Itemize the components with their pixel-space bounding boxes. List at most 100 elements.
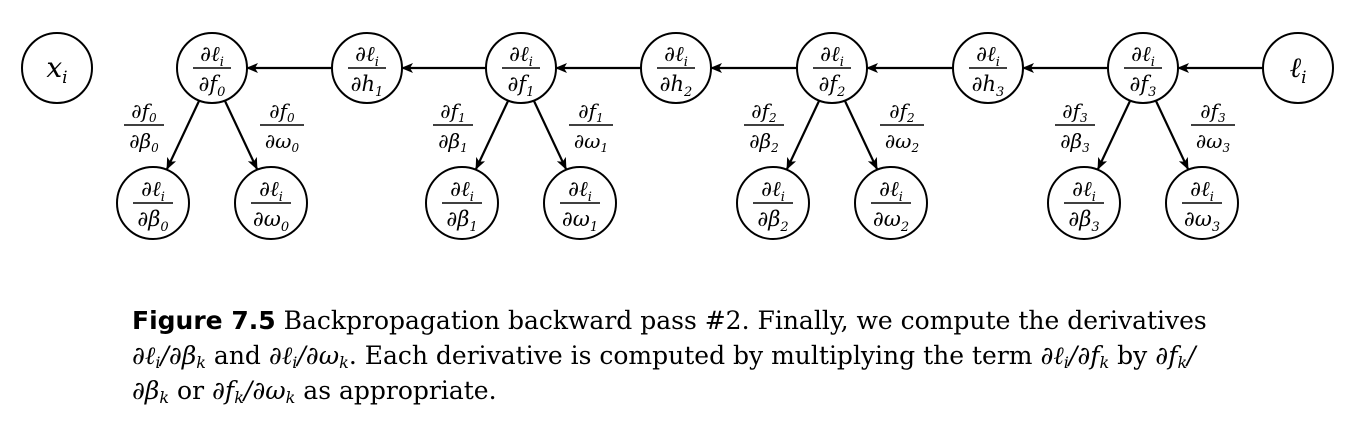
chain-node-derivative: ∂ℓi∂h1	[348, 42, 386, 100]
caption-math-sub: k	[159, 388, 170, 407]
branch-arrow-beta	[786, 100, 820, 170]
chain-node-derivative: ∂ℓi∂h2	[657, 42, 695, 100]
figure-caption: Figure 7.5 Backpropagation backward pass…	[132, 303, 1232, 408]
edge-label-omega: ∂f1∂ω1	[569, 99, 613, 155]
leaf-omega-derivative: ∂ℓi∂ω3	[1182, 177, 1222, 235]
fraction-denominator: ∂β2	[749, 129, 779, 155]
caption-text: as appropriate.	[295, 376, 497, 405]
fraction-numerator: ∂ℓi	[259, 177, 283, 205]
edge-label-beta: ∂f3∂β3	[1055, 99, 1095, 155]
fraction-denominator: ∂ω1	[562, 207, 598, 235]
fraction-numerator: ∂ℓi	[568, 177, 592, 205]
fraction-denominator: ∂ω3	[1184, 207, 1220, 235]
caption-math: /∂β	[132, 341, 1196, 405]
fraction-numerator: ∂f3	[1200, 99, 1226, 125]
fraction-numerator: ∂ℓi	[200, 42, 224, 70]
chain-node-derivative: ∂ℓi∂f2	[813, 42, 851, 100]
fraction-numerator: ∂ℓi	[976, 42, 1000, 70]
edge-label-omega: ∂f3∂ω3	[1191, 99, 1235, 155]
fraction-denominator: ∂β1	[446, 207, 477, 235]
branch-arrow-omega	[224, 100, 258, 170]
leaf-omega-derivative: ∂ℓi∂ω0	[251, 177, 291, 235]
caption-math: /∂ω	[297, 341, 340, 370]
caption-text: . Each derivative is computed by multipl…	[348, 341, 1041, 370]
fraction-denominator: ∂β2	[757, 207, 788, 235]
branch-arrow-omega	[533, 100, 567, 170]
leaf-beta-derivative: ∂ℓi∂β1	[442, 177, 482, 235]
caption-math: ∂ℓ	[132, 341, 156, 370]
caption-math: ∂ℓ	[268, 341, 293, 370]
loss-node	[1262, 32, 1334, 104]
leaf-omega-derivative: ∂ℓi∂ω2	[871, 177, 911, 235]
caption-math: ∂f	[212, 376, 235, 405]
fraction-denominator: ∂β0	[129, 129, 159, 155]
fraction-denominator: ∂f0	[199, 72, 226, 100]
fraction-numerator: ∂ℓi	[820, 42, 844, 70]
fraction-numerator: ∂f1	[578, 99, 603, 125]
caption-math: /∂f	[1068, 341, 1100, 370]
fraction-numerator: ∂ℓi	[664, 42, 688, 70]
fraction-denominator: ∂β1	[438, 129, 468, 155]
caption-text: Backpropagation backward pass #2. Finall…	[275, 306, 1207, 335]
caption-math-sub: k	[1177, 353, 1188, 372]
fraction-denominator: ∂ω1	[574, 129, 608, 155]
fraction-denominator: ∂h1	[351, 72, 384, 100]
fraction-denominator: ∂f3	[1130, 72, 1157, 100]
caption-math-sub: i	[155, 353, 161, 372]
edge-label-omega: ∂f2∂ω2	[880, 99, 924, 155]
caption-math-sub: k	[1099, 353, 1110, 372]
leaf-beta-derivative: ∂ℓi∂β0	[133, 177, 173, 235]
fraction-numerator: ∂ℓi	[1190, 177, 1214, 205]
fraction-denominator: ∂ω2	[885, 129, 919, 155]
branch-arrow-beta	[1097, 100, 1131, 170]
fraction-numerator: ∂ℓi	[509, 42, 533, 70]
fraction-denominator: ∂f1	[508, 72, 535, 100]
loss-node-label: ℓi	[1289, 51, 1306, 88]
fraction-denominator: ∂β3	[1060, 129, 1090, 155]
branch-arrow-beta	[475, 100, 509, 170]
caption-math-sub: k	[234, 388, 244, 407]
fraction-numerator: ∂f2	[889, 99, 914, 125]
fraction-numerator: ∂f0	[131, 99, 157, 125]
fraction-denominator: ∂ω2	[873, 207, 909, 235]
edge-label-beta: ∂f2∂β2	[744, 99, 784, 155]
caption-math-sub: k	[285, 388, 296, 407]
branch-arrow-beta	[166, 100, 200, 170]
fraction-denominator: ∂ω3	[1196, 129, 1231, 155]
caption-math-sub: k	[196, 353, 206, 372]
caption-text: or	[169, 376, 212, 405]
branch-arrow-omega	[1155, 100, 1189, 170]
fraction-denominator: ∂β3	[1068, 207, 1099, 235]
caption-math-sub: i	[1063, 353, 1069, 372]
caption-text: by	[1109, 341, 1156, 370]
leaf-beta-derivative: ∂ℓi∂β2	[753, 177, 793, 235]
fraction-numerator: ∂f3	[1062, 99, 1088, 125]
fraction-numerator: ∂ℓi	[355, 42, 379, 70]
fraction-denominator: ∂β0	[137, 207, 168, 235]
fraction-numerator: ∂f2	[751, 99, 776, 125]
fraction-numerator: ∂ℓi	[450, 177, 474, 205]
fraction-numerator: ∂ℓi	[761, 177, 785, 205]
fraction-denominator: ∂f2	[819, 72, 846, 100]
caption-math-sub: k	[339, 353, 349, 372]
leaf-beta-derivative: ∂ℓi∂β3	[1064, 177, 1104, 235]
edge-label-beta: ∂f1∂β1	[433, 99, 473, 155]
branch-arrow-omega	[844, 100, 878, 170]
fraction-numerator: ∂f1	[440, 99, 465, 125]
input-node	[21, 32, 93, 104]
fraction-numerator: ∂ℓi	[141, 177, 165, 205]
caption-math: ∂f	[1155, 341, 1178, 370]
fraction-numerator: ∂f0	[269, 99, 295, 125]
fraction-denominator: ∂h3	[972, 72, 1005, 100]
fraction-numerator: ∂ℓi	[1072, 177, 1096, 205]
fraction-numerator: ∂ℓi	[1131, 42, 1155, 70]
chain-node-derivative: ∂ℓi∂f1	[502, 42, 540, 100]
chain-node-derivative: ∂ℓi∂f0	[193, 42, 231, 100]
caption-math: /∂β	[160, 341, 197, 370]
chain-node-derivative: ∂ℓi∂f3	[1124, 42, 1162, 100]
fraction-denominator: ∂ω0	[265, 129, 300, 155]
fraction-denominator: ∂h2	[660, 72, 693, 100]
caption-math: ∂ℓ	[1040, 341, 1064, 370]
caption-math: /∂ω	[243, 376, 286, 405]
